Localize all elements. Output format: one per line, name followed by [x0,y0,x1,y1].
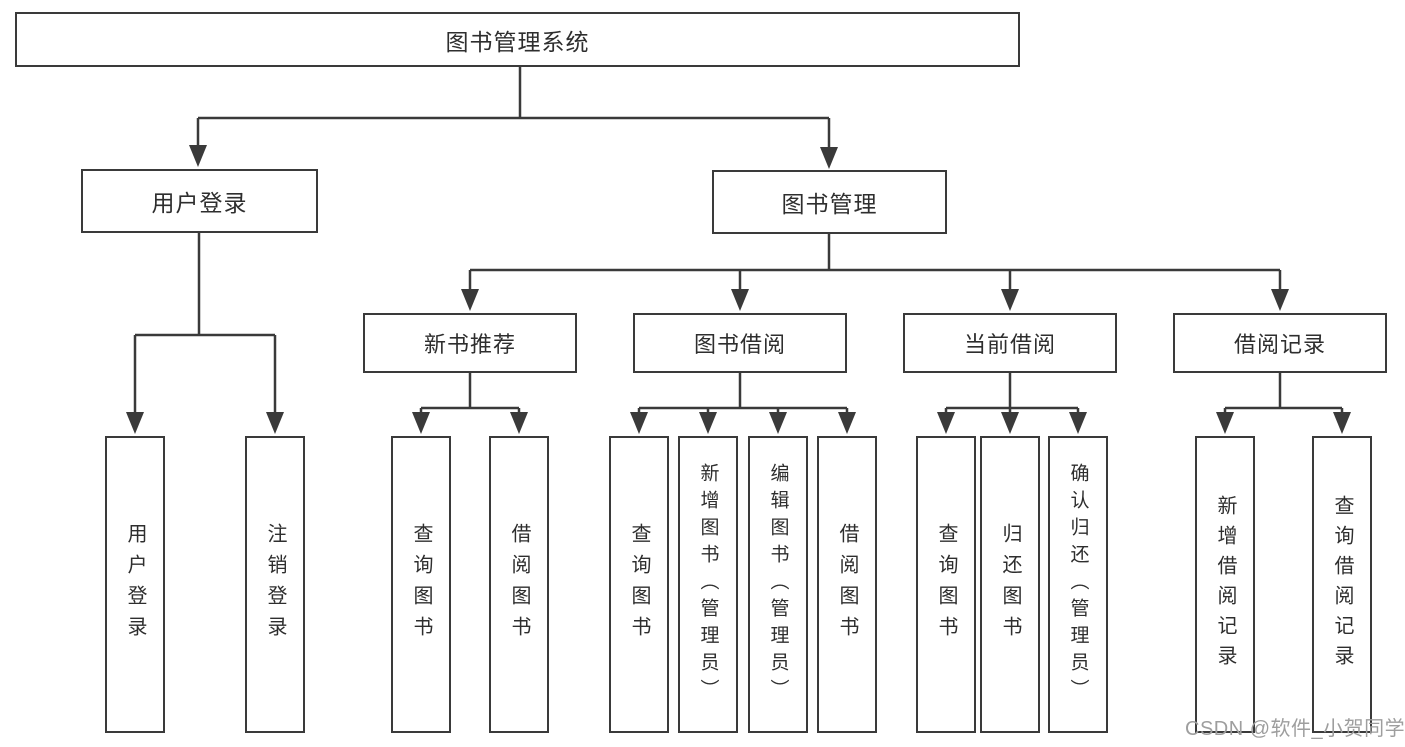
leaf-borrow-book-recommend-label: 借阅图书 [508,522,530,647]
leaf-return-book: 归还图书 [980,436,1040,733]
csdn-watermark: CSDN @软件_小贺同学 [1185,718,1405,740]
leaf-query-book-recommend: 查询图书 [391,436,451,733]
node-new-book-recommend: 新书推荐 [363,313,577,373]
leaf-query-book-borrowing: 查询图书 [609,436,669,733]
leaf-query-book-recommend-label: 查询图书 [410,522,432,647]
leaf-edit-book-admin: 编辑图书（管理员） [748,436,808,733]
node-new-book-recommend-label: 新书推荐 [423,332,516,357]
arrowheads [126,145,1351,434]
leaf-logout: 注销登录 [245,436,305,733]
node-root-system-label: 图书管理系统 [445,28,590,55]
node-borrowing-records-label: 借阅记录 [1233,332,1326,357]
leaf-query-borrow-record-label: 查询借阅记录 [1331,494,1353,675]
leaf-logout-label: 注销登录 [264,522,286,647]
node-book-borrowing-label: 图书借阅 [693,332,786,357]
leaf-borrow-book-label: 借阅图书 [836,522,858,647]
leaf-query-book-current-label: 查询图书 [935,522,957,647]
node-current-borrowing: 当前借阅 [903,313,1117,373]
leaf-add-borrow-record-label: 新增借阅记录 [1214,494,1236,675]
leaf-return-book-label: 归还图书 [999,522,1021,647]
node-book-borrowing: 图书借阅 [633,313,847,373]
leaf-add-book-admin-label: 新增图书（管理员） [697,463,719,706]
node-book-management-label: 图书管理 [781,191,878,217]
leaf-add-book-admin: 新增图书（管理员） [678,436,738,733]
leaf-confirm-return-admin-label: 确认归还（管理员） [1067,463,1089,706]
leaf-query-book-current: 查询图书 [916,436,976,733]
leaf-edit-book-admin-label: 编辑图书（管理员） [767,463,789,706]
node-user-login-label: 用户登录 [151,190,248,216]
leaf-confirm-return-admin: 确认归还（管理员） [1048,436,1108,733]
leaf-borrow-book: 借阅图书 [817,436,877,733]
node-book-management: 图书管理 [712,170,947,234]
leaf-query-borrow-record: 查询借阅记录 [1312,436,1372,733]
leaf-add-borrow-record: 新增借阅记录 [1195,436,1255,733]
leaf-user-login-label: 用户登录 [124,522,146,647]
node-current-borrowing-label: 当前借阅 [963,332,1056,357]
leaf-user-login: 用户登录 [105,436,165,733]
node-user-login: 用户登录 [81,169,318,233]
connector-paths [133,67,1344,414]
leaf-query-book-borrowing-label: 查询图书 [628,522,650,647]
node-root-system: 图书管理系统 [15,12,1020,67]
leaf-borrow-book-recommend: 借阅图书 [489,436,549,733]
node-borrowing-records: 借阅记录 [1173,313,1387,373]
